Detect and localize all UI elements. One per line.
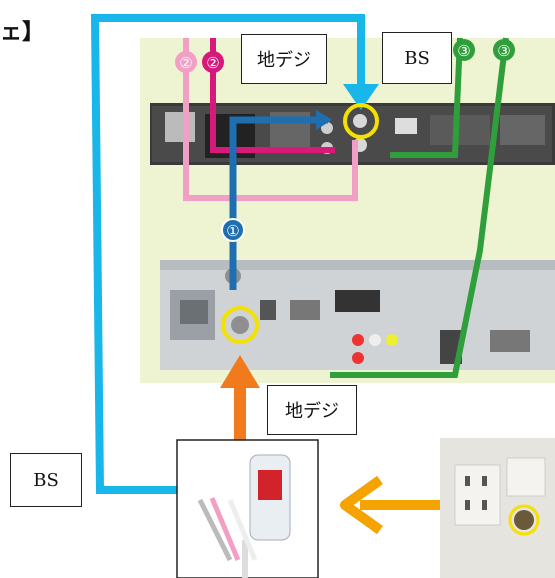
green-cable-b	[330, 37, 509, 378]
badge-magenta-label: ②	[206, 54, 219, 72]
badge-green-b-label: ③	[497, 42, 510, 60]
green-cable-a	[390, 37, 463, 158]
blue-arrowhead	[316, 110, 332, 130]
badge-magenta: ②	[202, 51, 224, 73]
magenta-cable	[210, 38, 335, 153]
pink-cable	[183, 38, 358, 201]
bs-arrowhead	[343, 84, 379, 110]
label-bs-left: BS	[10, 453, 82, 507]
badge-pink: ②	[175, 51, 197, 73]
badge-blue: ①	[221, 218, 245, 242]
tuner-device	[160, 260, 555, 370]
tuner-port-highlight	[221, 306, 259, 344]
badge-green-a-label: ③	[457, 42, 470, 60]
label-chideji-top: 地デジ	[241, 34, 327, 84]
chideji-arrowhead	[220, 355, 260, 388]
label-chideji-bottom: 地デジ	[267, 385, 357, 435]
badge-green-b: ③	[493, 39, 515, 61]
bs-cable-cyan	[90, 14, 365, 494]
bs-port-highlight	[343, 103, 379, 139]
label-bs-top: BS	[382, 32, 452, 84]
badge-green-a: ③	[453, 39, 475, 61]
wall-outlet	[454, 457, 546, 536]
splitter-device	[197, 454, 291, 578]
badge-pink-label: ②	[179, 54, 192, 72]
badge-blue-label: ①	[226, 222, 239, 240]
wall-arrowhead	[340, 475, 383, 535]
heading-fragment: ェ】	[0, 20, 45, 45]
